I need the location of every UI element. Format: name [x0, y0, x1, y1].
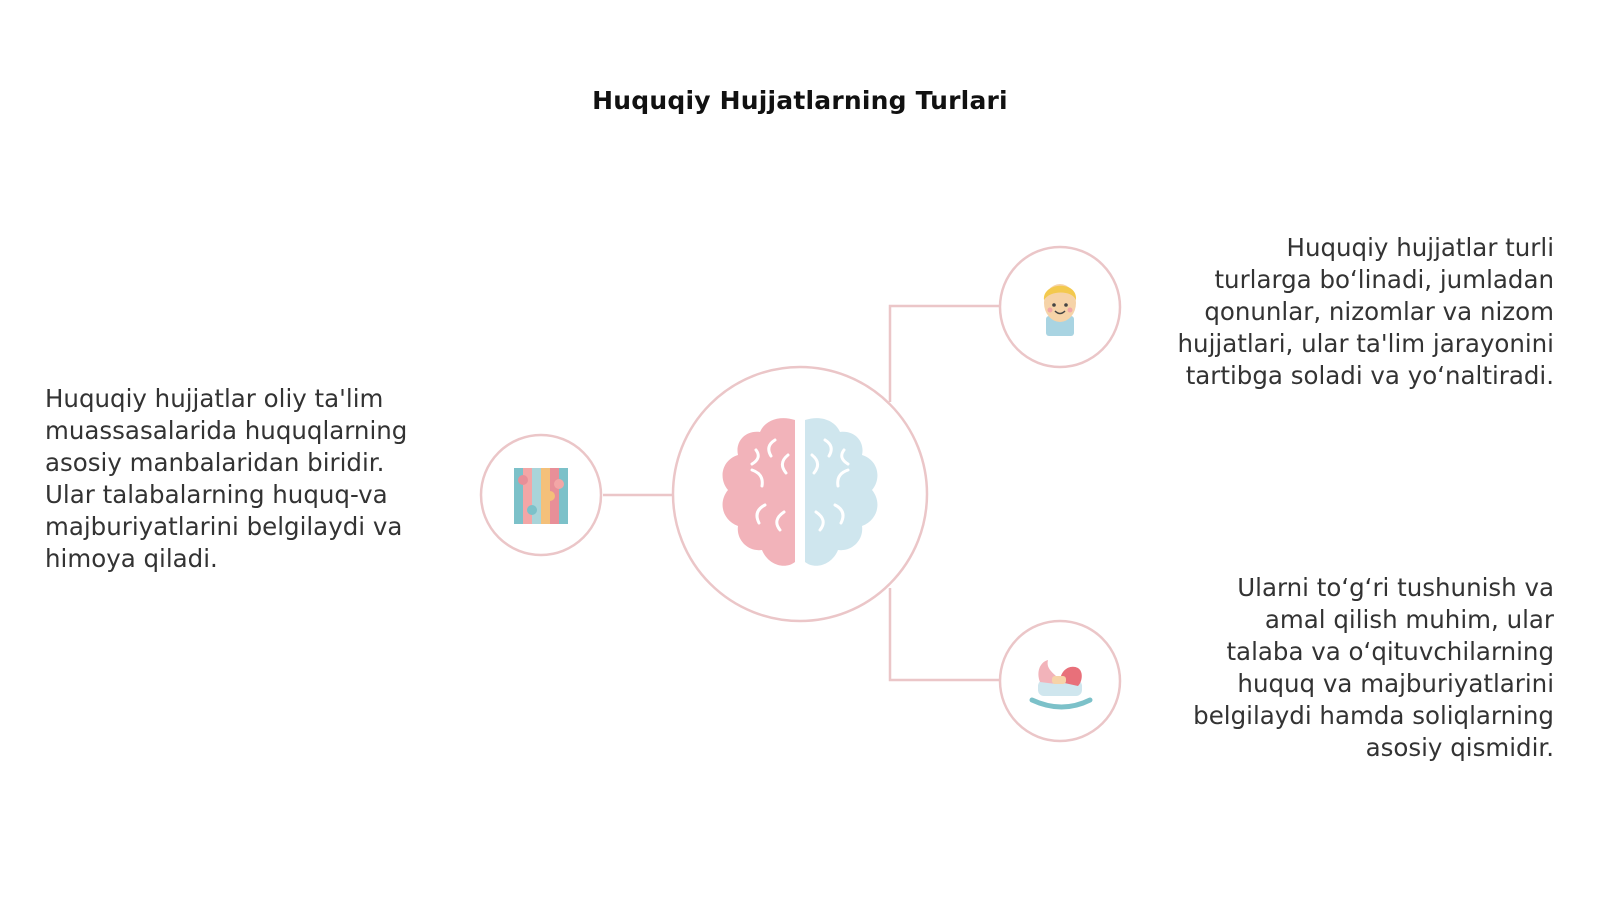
right-top-node [998, 245, 1122, 369]
text-line: asosiy manbalaridan biridir. [45, 448, 385, 477]
left-node [479, 433, 603, 557]
text-block-left: Huquqiy hujjatlar oliy ta'lim muassasala… [45, 383, 465, 575]
puzzle-icon [514, 468, 568, 524]
text-block-right-bottom: Ularni to‘g‘ri tushunish va amal qilish … [1130, 572, 1554, 764]
text-line: hujjatlari, ular ta'lim jarayonini [1177, 329, 1554, 358]
connector-right-top [888, 304, 1000, 402]
text-line: himoya qiladi. [45, 544, 218, 573]
text-line: Ular talabalarning huquq-va [45, 480, 388, 509]
text-line: Huquqiy hujjatlar oliy ta'lim [45, 384, 384, 413]
text-line: belgilaydi hamda soliqlarning [1193, 701, 1554, 730]
text-line: asosiy qismidir. [1365, 733, 1554, 762]
text-line: turlarga bo‘linadi, jumladan [1214, 265, 1554, 294]
text-line: amal qilish muhim, ular [1264, 605, 1554, 634]
slide-title: Huquqiy Hujjatlarning Turlari [592, 86, 1008, 115]
text-line: qonunlar, nizomlar va nizom [1204, 297, 1554, 326]
text-line: majburiyatlarini belgilaydi va [45, 512, 403, 541]
brain-icon [722, 418, 878, 566]
text-line: talaba va o‘qituvchilarning [1226, 637, 1554, 666]
text-line: muassasalarida huquqlarning [45, 416, 408, 445]
text-block-right-top: Huquqiy hujjatlar turli turlarga bo‘lina… [1130, 232, 1554, 392]
right-bottom-node [998, 619, 1122, 743]
rocking-horse-icon [1029, 660, 1093, 710]
text-line: Huquqiy hujjatlar turli [1286, 233, 1554, 262]
connector-right-bottom [888, 588, 1000, 682]
center-node [671, 365, 929, 623]
text-line: huquq va majburiyatlarini [1237, 669, 1554, 698]
text-line: tartibga soladi va yo‘naltiradi. [1185, 361, 1554, 390]
child-face-icon [1043, 284, 1077, 336]
text-line: Ularni to‘g‘ri tushunish va [1237, 573, 1554, 602]
